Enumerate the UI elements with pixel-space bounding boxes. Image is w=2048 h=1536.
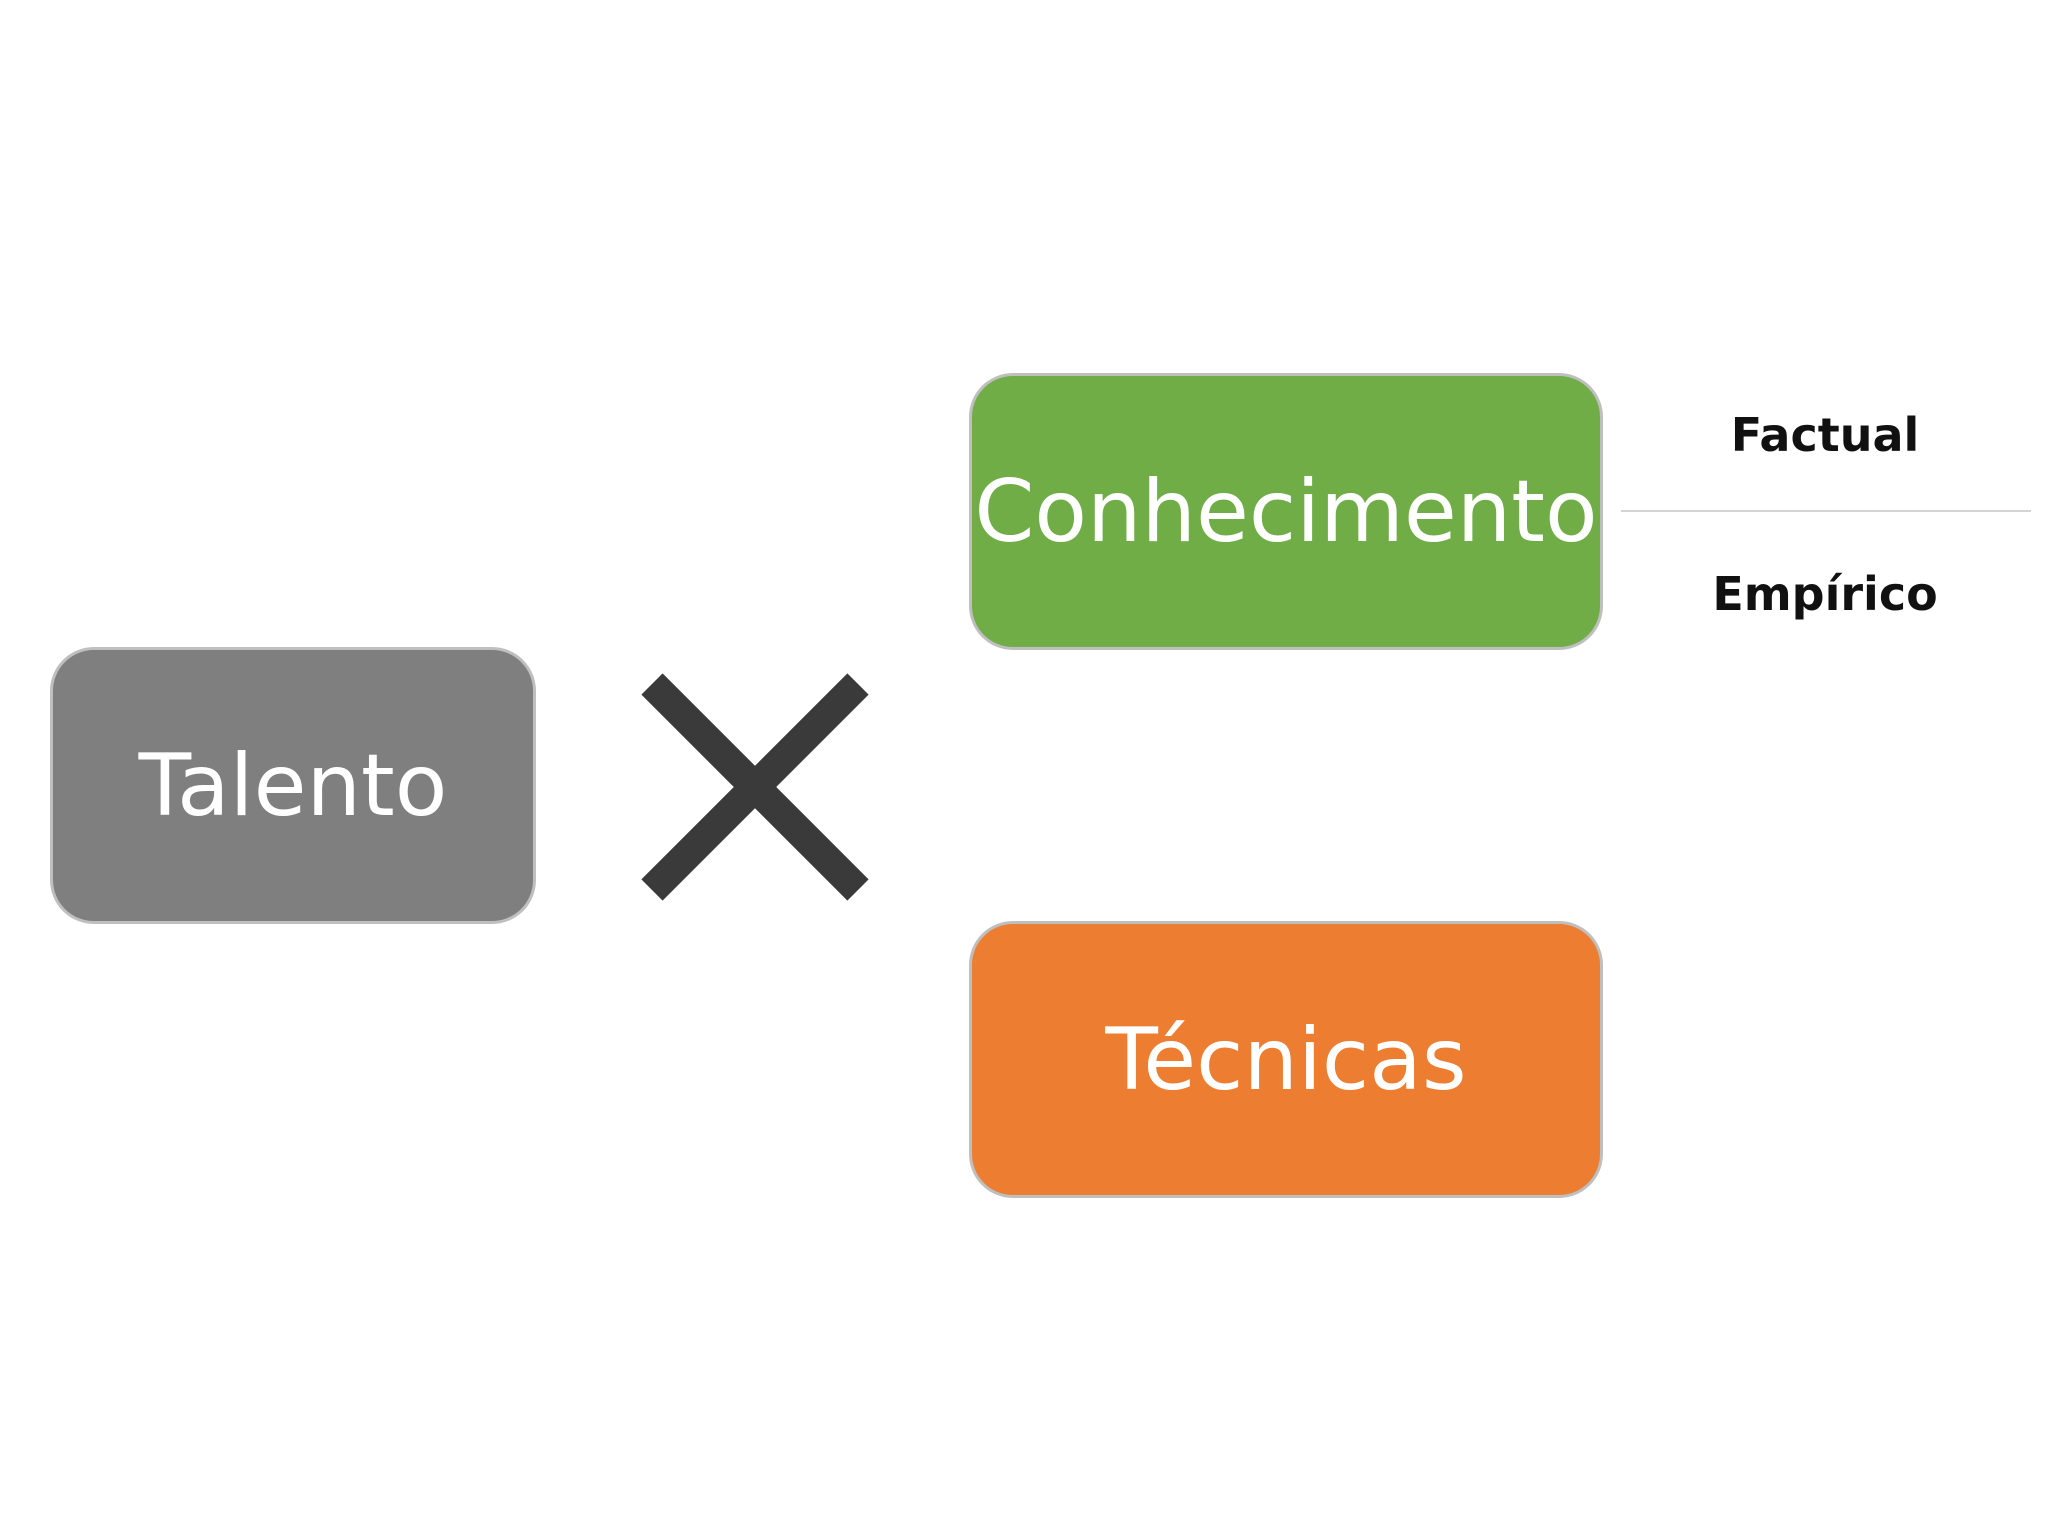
factual-label: Factual [1730,408,1920,462]
conhecimento-box: Conhecimento [969,373,1603,650]
talento-box: Talento [50,647,536,924]
empirico-label: Empírico [1712,567,1938,621]
talento-label: Talento [138,735,448,836]
tecnicas-box: Técnicas [969,921,1603,1198]
tecnicas-label: Técnicas [1105,1009,1467,1110]
knowledge-divider [1621,510,2031,512]
multiply-icon [641,673,869,901]
conhecimento-label: Conhecimento [974,461,1598,562]
